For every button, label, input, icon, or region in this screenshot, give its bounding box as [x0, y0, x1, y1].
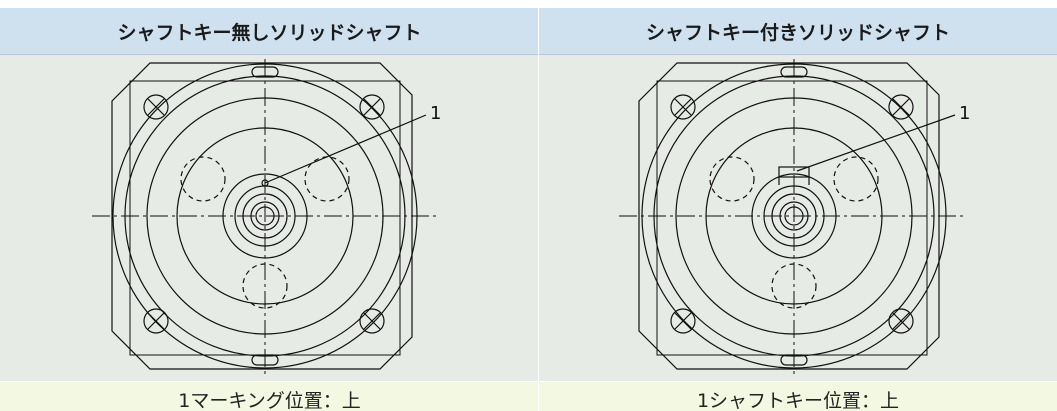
column-with-key: シャフトキー付きソリッドシャフト [539, 0, 1057, 411]
callout-number: 1 [430, 103, 441, 124]
column-no-key: シャフトキー無しソリッドシャフト [0, 8, 539, 411]
column-header: シャフトキー付きソリッドシャフト [539, 8, 1057, 55]
drawing-panel: 1 [539, 55, 1057, 381]
column-caption: 1シャフトキー位置：上 [539, 382, 1057, 411]
column-header: シャフトキー無しソリッドシャフト [0, 8, 539, 55]
flange-drawing-with-key: 1 [619, 59, 970, 375]
flange-drawing-no-key: 1 [92, 59, 441, 375]
callout-number: 1 [959, 103, 970, 124]
column-caption: 1マーキング位置：上 [0, 382, 539, 411]
drawing-panel: 1 [0, 55, 539, 381]
